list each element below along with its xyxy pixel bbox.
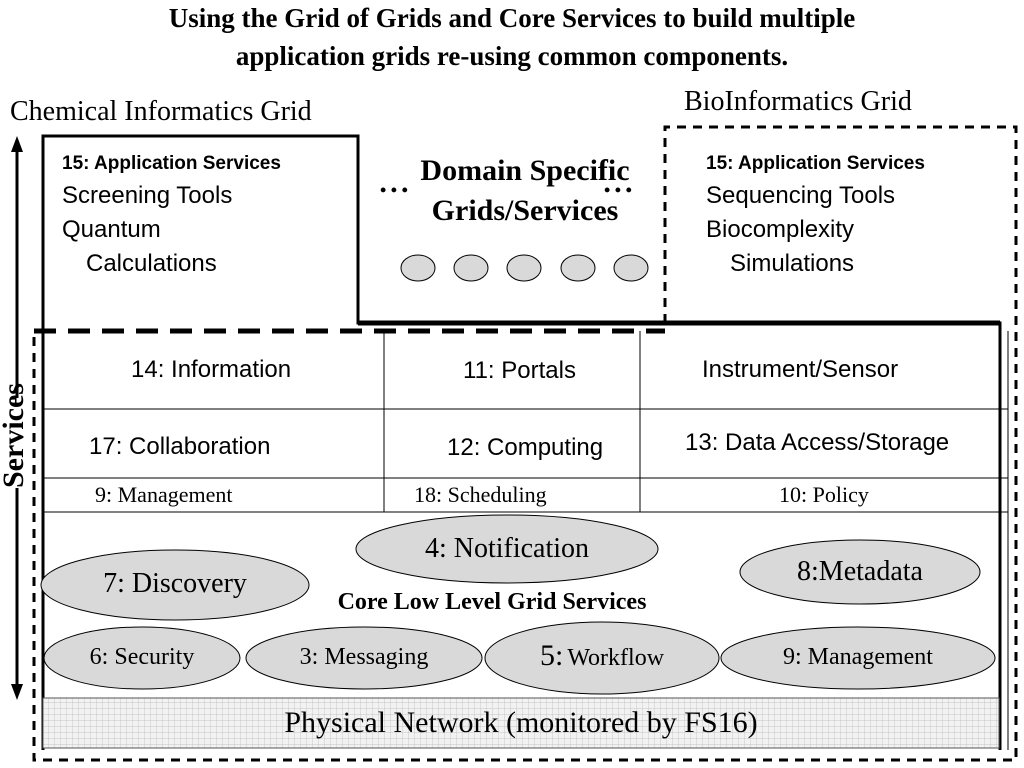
bio-app-heading: 15: Application Services	[706, 153, 925, 174]
domain-ovals	[400, 254, 649, 282]
core-ovals	[40, 514, 996, 695]
chem-item-quantum: Quantum	[62, 216, 161, 243]
workflow-word: Workflow	[567, 645, 665, 671]
domain-line-2: Grids/Services	[431, 194, 619, 227]
oval-messaging: 3: Messaging	[299, 644, 429, 670]
cell-portals: 11: Portals	[463, 357, 576, 384]
cell-computing: 12: Computing	[447, 434, 604, 461]
cell-policy: 10: Policy	[779, 482, 869, 507]
domain-dots-right: • • •	[604, 180, 632, 200]
core-services-label: Core Low Level Grid Services	[337, 589, 647, 615]
cell-information: 14: Information	[131, 356, 292, 383]
workflow-number: 5:	[539, 639, 564, 672]
chem-grid-label: Chemical Informatics Grid	[10, 96, 312, 127]
title-line-1: Using the Grid of Grids and Core Service…	[168, 3, 856, 33]
cell-data-access: 13: Data Access/Storage	[685, 429, 950, 456]
cell-scheduling: 18: Scheduling	[414, 482, 547, 507]
domain-dots-left: • • •	[380, 180, 408, 200]
bio-grid-outline	[32, 125, 1018, 762]
chem-item-screening: Screening Tools	[62, 182, 233, 209]
bio-item-biocomplexity: Biocomplexity	[706, 216, 855, 243]
title-line-2: application grids re-using common compon…	[235, 41, 789, 71]
oval-notification: 4: Notification	[424, 533, 590, 564]
cell-instrument-sensor: Instrument/Sensor	[702, 356, 899, 383]
oval-security: 6: Security	[89, 644, 195, 670]
bio-grid-label: BioInformatics Grid	[684, 86, 912, 117]
chem-item-calculations: Calculations	[86, 250, 217, 277]
oval-discovery: 7: Discovery	[103, 568, 247, 599]
bio-item-simulations: Simulations	[730, 250, 855, 277]
network-label: Physical Network (monitored by FS16)	[284, 706, 758, 739]
bio-item-sequencing: Sequencing Tools	[706, 182, 896, 209]
chem-app-heading: 15: Application Services	[62, 153, 281, 174]
oval-management: 9: Management	[783, 644, 933, 670]
cell-collaboration: 17: Collaboration	[89, 433, 271, 460]
oval-workflow: 5: Workflow	[485, 639, 719, 673]
domain-line-1: Domain Specific	[420, 154, 630, 187]
services-table-lines	[43, 331, 1009, 750]
network-bar	[42, 697, 1000, 749]
oval-metadata: 8:Metadata	[797, 556, 923, 587]
cell-management: 9: Management	[95, 482, 233, 507]
chem-grid-outline	[41, 134, 1002, 750]
services-side-label: Services	[0, 383, 31, 488]
